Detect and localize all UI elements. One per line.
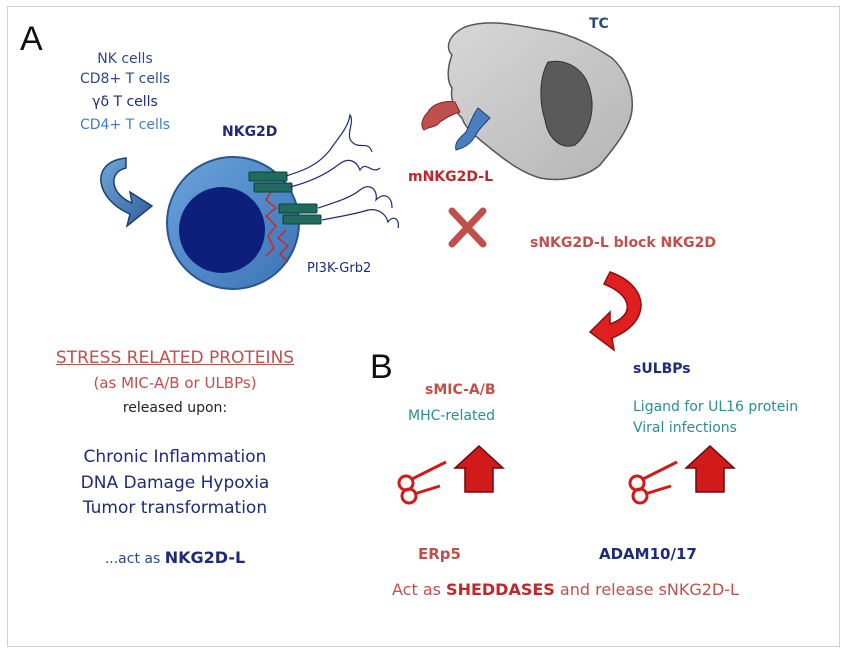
sulbp-desc-1: Ligand for UL16 protein (633, 399, 799, 415)
signaling-chain (264, 189, 290, 263)
ligand-label: mNKG2D-L (408, 169, 493, 185)
receptor-label: NKG2D (222, 124, 278, 140)
sheddases-prefix: Act as (392, 580, 447, 599)
sulbp-desc-2: Viral infections (633, 420, 737, 436)
stress-proteins-title: STRESS RELATED PROTEINS (55, 348, 295, 368)
receptor-stalks (285, 113, 399, 229)
nkg2d-receptor (248, 171, 322, 225)
up-arrow-icon (453, 444, 505, 493)
membrane-ligand-red (421, 101, 461, 131)
cell-type-nk: NK cells (97, 51, 153, 67)
signaling-label: PI3K-Grb2 (307, 261, 372, 276)
curved-arrow-icon-red (588, 271, 642, 352)
panel-label-b: B (370, 348, 393, 386)
act-as-line: ...act as NKG2D-L (10, 548, 340, 567)
stress-proteins-subtitle: (as MIC-A/B or ULBPs) (93, 374, 257, 392)
adam-label: ADAM10/17 (599, 545, 697, 563)
membrane-ligand-blue (455, 107, 491, 151)
condition-tumor: Tumor transformation (82, 498, 268, 518)
panel-label-a: A (20, 20, 43, 58)
released-upon: released upon: (122, 400, 228, 416)
up-arrow-icon (684, 444, 736, 493)
act-as-term: NKG2D-L (164, 548, 246, 567)
sulbp-title: sULBPs (633, 361, 691, 377)
erp5-label: ERp5 (418, 545, 461, 563)
scissors-icon (628, 460, 678, 505)
condition-inflammation: Chronic Inflammation (83, 447, 267, 467)
sheddases-term: SHEDDASES (446, 580, 555, 599)
scissors-icon (397, 460, 447, 505)
condition-dna-damage: DNA Damage Hypoxia (80, 473, 270, 493)
block-label: sNKG2D-L block NKG2D (530, 235, 716, 251)
curved-arrow-icon (100, 157, 154, 228)
sheddases-line: Act as SHEDDASES and release sNKG2D-L (392, 582, 739, 598)
cell-type-cd8: CD8+ T cells (79, 71, 171, 87)
tumor-cell (447, 22, 633, 181)
act-as-prefix: ...act as (104, 551, 165, 567)
figure-frame (7, 6, 840, 647)
smic-title: sMIC-A/B (425, 382, 496, 398)
tumor-cell-label: TC (589, 16, 609, 32)
cross-icon (448, 207, 487, 248)
cell-type-cd4: CD4+ T cells (79, 117, 171, 133)
cell-type-gd: γδ T cells (92, 94, 158, 110)
smic-desc: MHC-related (408, 408, 495, 424)
sheddases-suffix: and release sNKG2D-L (554, 580, 739, 599)
